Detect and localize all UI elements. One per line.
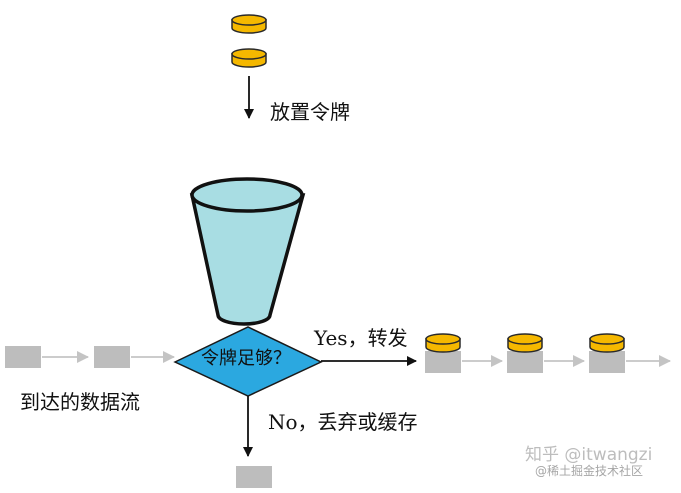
decision-label: 令牌足够？: [201, 348, 291, 369]
watermark-main: 知乎 @itwangzi: [525, 445, 653, 465]
incoming-token-2: [231, 48, 267, 68]
yes-forward-label: Yes，转发: [314, 326, 408, 350]
dropped-packet: [236, 466, 272, 488]
forwarded-packet-2: [507, 333, 543, 373]
put-token-label: 放置令牌: [270, 100, 350, 124]
token-bucket: [189, 177, 306, 326]
stream-packet-2: [94, 346, 130, 368]
incoming-token-1: [231, 14, 267, 34]
no-drop-label: No，丢弃或缓存: [268, 410, 418, 434]
stream-packet-1: [5, 346, 41, 368]
watermark-sub: @稀土掘金技术社区: [535, 464, 644, 478]
forwarded-packet-1: [425, 333, 461, 373]
incoming-stream-label: 到达的数据流: [20, 390, 140, 414]
decision-diamond: [173, 326, 323, 397]
forwarded-packet-3: [589, 333, 625, 373]
